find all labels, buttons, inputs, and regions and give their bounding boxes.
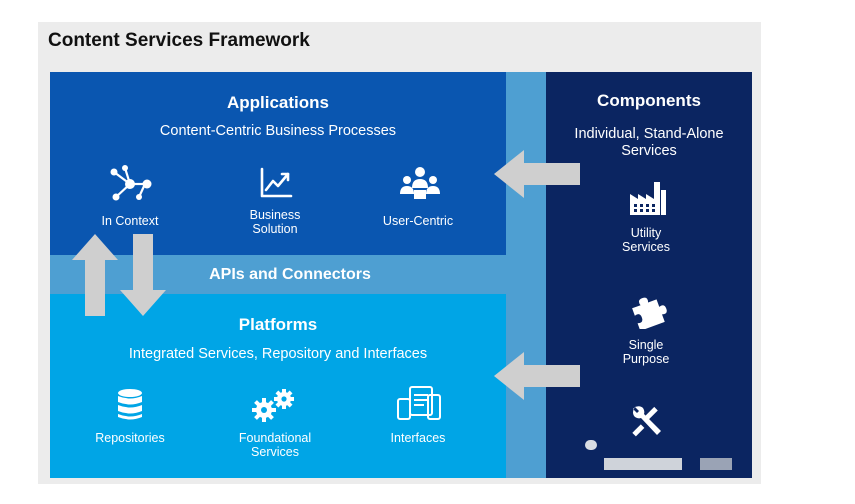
components-to-applications-arrow	[494, 150, 580, 198]
interfaces-label: Interfaces	[390, 431, 446, 445]
network-nodes-icon	[110, 165, 152, 201]
in-context-label: In Context	[101, 214, 159, 228]
components-subheading: Individual, Stand-Alone Services	[574, 126, 724, 159]
utility-services-label: Utility Services	[622, 226, 670, 255]
line-chart-icon	[260, 167, 293, 198]
components-to-platforms-arrow	[494, 352, 580, 400]
watermark-blur	[700, 458, 732, 470]
puzzle-piece-icon	[632, 297, 667, 329]
gears-icon	[252, 389, 294, 422]
platforms-subheading: Integrated Services, Repository and Inte…	[128, 346, 428, 362]
users-group-icon	[400, 167, 440, 199]
devices-icon	[397, 386, 441, 420]
applications-heading: Applications	[226, 93, 329, 112]
apis-connectors-label: APIs and Connectors	[209, 266, 371, 283]
user-centric-label: User-Centric	[382, 214, 454, 228]
watermark-blur	[585, 440, 597, 450]
platforms-heading: Platforms	[238, 315, 318, 334]
applications-to-platforms-arrow	[120, 234, 166, 316]
components-panel	[546, 72, 752, 478]
platforms-to-applications-arrow	[72, 234, 118, 316]
components-heading: Components	[597, 91, 701, 110]
foundational-services-label: Foundational Services	[238, 431, 312, 460]
watermark-blur	[604, 458, 682, 470]
business-solution-label: Business Solution	[249, 208, 301, 237]
applications-panel	[50, 72, 506, 255]
single-purpose-label: Single Purpose	[622, 338, 670, 367]
apis-strip	[50, 255, 506, 294]
factory-icon	[630, 182, 666, 215]
repositories-label: Repositories	[95, 431, 165, 445]
diagram-title: Content Services Framework	[48, 30, 310, 51]
applications-subheading: Content-Centric Business Processes	[159, 123, 397, 139]
wrench-screwdriver-icon	[632, 406, 661, 437]
database-icon	[118, 389, 142, 420]
